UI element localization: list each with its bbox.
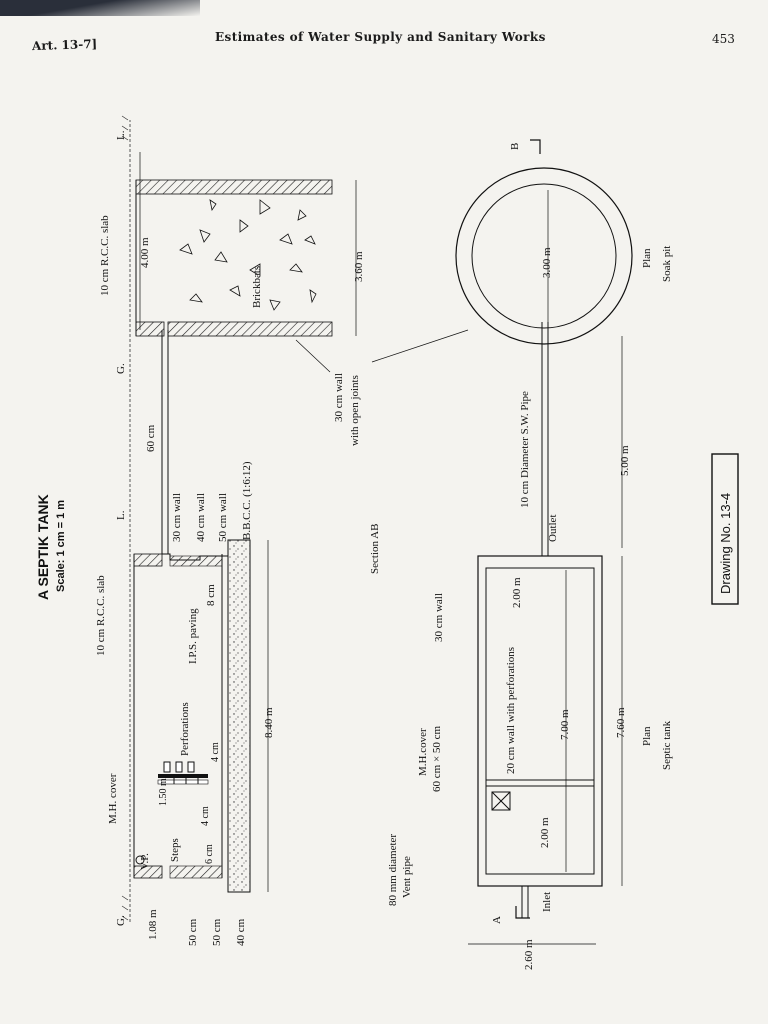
plan-perforated-wall: 20 cm wall with perforations [505,647,517,774]
label-mh-cover: M.H. cover [107,773,119,824]
plan-outlet: Outlet [547,515,559,543]
plan-wall-30: 30 cm wall [433,593,445,642]
pit-caption-2: Soak pit [661,246,673,282]
plan-inlet: Inlet [541,892,553,912]
label-ips-thickness: 8 cm [205,584,217,606]
plan-pit-dia: 3.00 m [541,247,553,278]
plan-caption-2: Septic tank [661,720,673,770]
label-rcc-slab-pit: 10 cm R.C.C. slab [99,215,111,296]
section-view [121,115,357,922]
label-open-joints-1: 30 cm wall [333,373,345,422]
level-l-right: L. [115,130,127,140]
level-g-left: G. [115,915,127,926]
plan-pipe-label: 10 cm Diameter S.W. Pipe [519,391,531,508]
plan-vent-2: Vent pipe [401,856,413,898]
plan-tank-length: 7.60 m [615,707,627,738]
label-steps: Steps [169,838,181,862]
label-wall-30: 30 cm wall [171,493,183,542]
plan-pipe-length: 5.00 m [619,445,631,476]
brickbat-fill [179,199,317,311]
plan-width-outer: 2.60 m [523,939,535,970]
plan-mh-1: M.H.cover [417,728,429,776]
label-open-joints-2: with open joints [349,375,361,446]
depth-4: 40 cm [235,918,247,946]
drawing-title-group: A SEPTIK TANK Scale: 1 cm = 1 m [35,494,67,600]
label-1-50: 1.50 m [158,778,169,806]
pit-caption-1: Plan [641,248,653,268]
label-pipe-gap: 60 cm [145,424,157,452]
label-rcc-slab-tank: 10 cm R.C.C. slab [95,575,107,656]
label-6cm: 6 cm [204,844,215,864]
drawing-number: Drawing No. 13-4 [718,493,733,594]
plan-mh-2: 60 cm × 50 cm [431,725,443,792]
plan-vent-1: 80 mm diameter [387,834,399,906]
label-pit-width: 4.00 m [139,237,151,268]
page-number: 453 [712,32,735,46]
label-ips-paving: I.P.S. paving [187,608,199,664]
drawing-number-box: Drawing No. 13-4 [711,453,739,605]
running-title: Estimates of Water Supply and Sanitary W… [215,30,546,44]
level-l-mid: L. [115,510,127,520]
plan-width-inner: 2.00 m [511,577,523,608]
section-caption: Section AB [369,524,381,574]
plan-a-mark: A [491,916,503,924]
depth-3: 50 cm [211,918,223,946]
label-brickbats: Brickbats [251,266,263,308]
plan-view [295,139,633,945]
label-wall-40: 40 cm wall [195,493,207,542]
depth-1: 1.08 m [147,909,159,940]
plan-chamber-1: 2.00 m [539,817,551,848]
label-perforations: Perforations [179,702,191,756]
level-g-mid: G. [115,363,127,374]
label-pit-depth: 3.60 m [353,251,365,282]
label-4cm-b: 4 cm [200,806,211,826]
plan-b-mark: B [509,143,521,150]
depth-2: 50 cm [187,918,199,946]
label-4cm-a: 4 cm [210,742,221,762]
label-bbcc: B.B.C.C. (1:6:12) [241,461,253,540]
label-wall-50: 50 cm wall [217,493,229,542]
drawing-title: A SEPTIK TANK [35,494,51,600]
length-8-40: 8.40 m [263,707,275,738]
plan-caption-1: Plan [641,726,653,746]
scan-edge-shadow [0,0,200,16]
plan-chamber-2: 7.00 m [559,709,571,740]
label-vp: V.P. [139,853,151,870]
drawing-scale: Scale: 1 cm = 1 m [55,500,67,592]
